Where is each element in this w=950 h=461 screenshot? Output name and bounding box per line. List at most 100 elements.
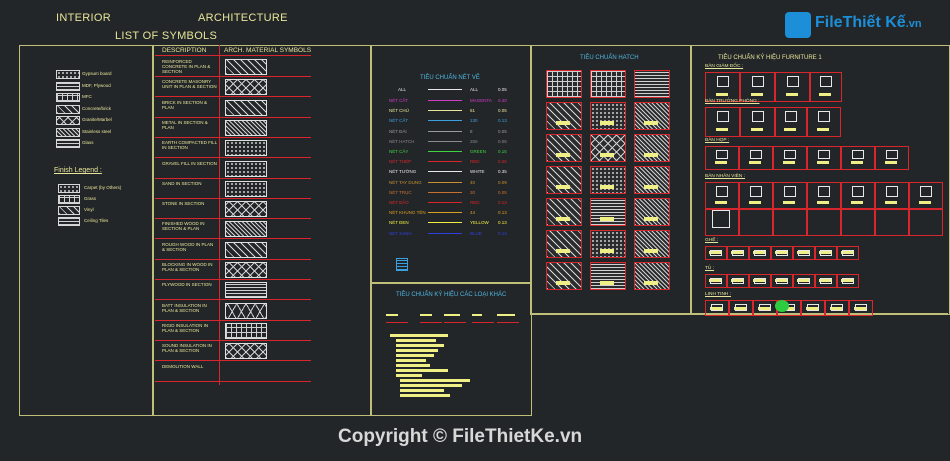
row-divider: [155, 116, 311, 118]
furniture-icon: [852, 150, 864, 160]
symbol-hatch-swatch: [225, 322, 267, 339]
furniture-symbol-cell: [740, 107, 775, 137]
legend-label: Concrete/brick: [82, 105, 112, 111]
legend-swatch: [56, 116, 80, 125]
furniture-label-bar: [783, 201, 795, 204]
symbol-hatch-swatch: [225, 302, 267, 319]
row-divider: [155, 136, 311, 138]
row-divider: [155, 238, 311, 240]
finish-label: Grass: [84, 196, 97, 201]
row-divider: [155, 177, 311, 179]
furniture-icon: [807, 304, 819, 311]
furniture-label-bar: [709, 279, 721, 282]
symbol-line: [472, 322, 494, 323]
furniture-symbol-cell: [749, 246, 771, 260]
note-text-bar: [396, 374, 422, 377]
col-divider: [219, 45, 220, 385]
symbol-hatch-swatch: [225, 79, 267, 96]
symbol-description: REINFORCED CONCRETE IN PLAN & SECTION: [162, 59, 211, 74]
furniture-symbol-cell: [705, 72, 740, 102]
pen-color: MAGENTA: [470, 98, 492, 103]
hatch-sample: [546, 166, 582, 194]
furniture-icon: [711, 304, 723, 311]
hatch-standard-title: TIÊU CHUẨN HATCH: [580, 55, 639, 61]
furniture-label-bar: [885, 201, 897, 204]
furniture-icon: [716, 111, 729, 123]
furniture-symbol-cell: [807, 107, 841, 137]
row-divider: [155, 380, 311, 382]
furniture-label-bar: [784, 128, 796, 131]
furniture-icon: [716, 150, 728, 160]
furniture-label-bar: [758, 307, 770, 310]
furniture-label-bar: [750, 128, 763, 131]
legend-swatch: [56, 93, 80, 102]
symbols-table-panel: [152, 45, 372, 416]
furniture-symbol-cell: [705, 107, 740, 137]
header-interior: INTERIOR: [56, 12, 111, 24]
pen-name: NÉT CHÚ: [389, 108, 409, 114]
furniture-icon: [751, 111, 764, 123]
note-text-bar: [396, 364, 430, 367]
pen-width: 0.05: [498, 108, 507, 114]
symbol-description: ROUGH WOOD IN PLAN & SECTION: [162, 241, 214, 252]
legend-swatch: [56, 127, 80, 137]
pen-width: 0.09: [498, 179, 507, 185]
legend-swatch: [56, 81, 80, 91]
furniture-symbol-cell: [807, 146, 841, 170]
hatch-label-bar: [600, 281, 614, 285]
furniture-label-bar: [919, 201, 931, 204]
symbol-hatch-swatch: [225, 99, 267, 116]
hatch-sample: [634, 230, 670, 258]
pen-name: NÉT HATCH: [389, 138, 415, 144]
header-architecture: ARCHITECTURE: [198, 12, 288, 24]
symbol-hatch-swatch: [225, 140, 267, 157]
pen-sample-line: [428, 151, 462, 152]
furniture-label-bar: [785, 93, 798, 96]
furniture-icon: [710, 250, 722, 256]
hatch-sample: [590, 166, 626, 194]
furniture-label-bar: [819, 251, 831, 254]
hatch-label-bar: [556, 153, 570, 157]
hatch-label-bar: [556, 249, 570, 253]
hatch-label-bar: [600, 185, 614, 189]
note-text-bar: [390, 334, 448, 337]
furniture-group-label: BÀN HỌP :: [705, 138, 730, 143]
pen-color: 44: [470, 210, 476, 216]
symbol-line: [444, 322, 466, 323]
furniture-title: TIÊU CHUẨN KÝ HIỆU FURNITURE 1: [718, 55, 822, 61]
furniture-symbol-cell: [875, 182, 909, 210]
logo-text: FileThiết Kế.vn: [815, 14, 922, 32]
furniture-label-bar: [797, 279, 809, 282]
hatch-label-bar: [644, 185, 658, 189]
hatch-sample: [546, 102, 582, 130]
furniture-icon: [776, 250, 788, 256]
logo-text-thiet: Thiết Kế: [842, 14, 906, 31]
pen-sample-line: [428, 191, 462, 193]
hatch-label-bar: [644, 217, 658, 221]
furniture-label-bar: [731, 279, 743, 282]
furniture-icon: [735, 304, 747, 311]
hatch-label-bar: [600, 249, 614, 253]
finish-label: Ceiling Tiles: [84, 218, 109, 223]
header-divider: [155, 55, 311, 56]
note-text-bar: [400, 379, 470, 382]
furniture-label-bar: [734, 307, 746, 310]
pen-color: 8: [470, 128, 473, 134]
legend-label: MDF, Plywood: [82, 82, 111, 88]
note-text-bar: [396, 344, 444, 347]
hatch-sample: [634, 102, 670, 130]
pen-name: NÉT CẮT: [389, 98, 409, 103]
furniture-label-bar: [715, 128, 728, 131]
row-divider: [155, 299, 311, 301]
symbol-description: CONCRETE MASONRY UNIT IN PLAN & SECTION: [162, 79, 217, 90]
furniture-label-bar: [851, 201, 863, 204]
furniture-symbol-cell: [807, 208, 841, 236]
pen-width: 0.35: [498, 169, 507, 175]
furniture-group-label: LINH TINH :: [705, 292, 732, 297]
pen-color: RED: [470, 200, 480, 205]
pen-standard-panel: [370, 45, 532, 284]
hatch-sample: [546, 262, 582, 290]
furniture-icon: [776, 278, 788, 284]
furniture-symbol-cell: [775, 72, 810, 102]
furniture-icon: [852, 186, 864, 197]
